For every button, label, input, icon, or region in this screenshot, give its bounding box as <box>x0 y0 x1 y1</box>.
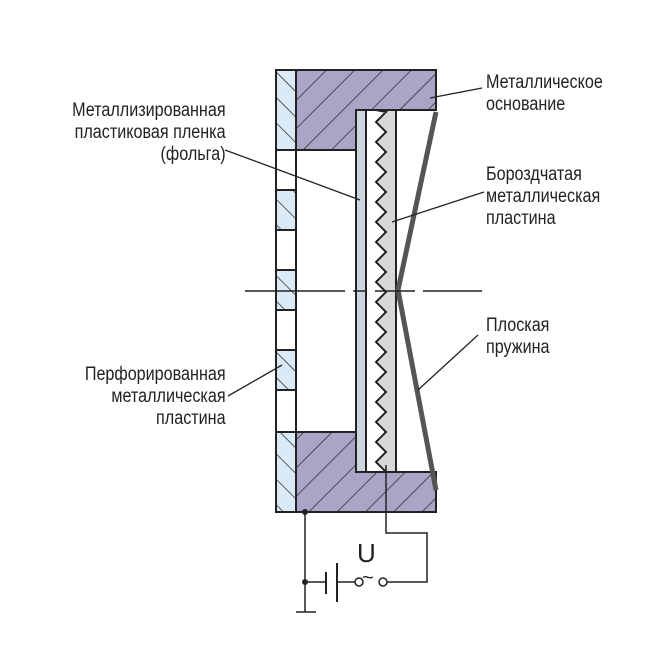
circuit <box>296 465 428 613</box>
label-grooved-plate: Бороздчатая металлическая пластина <box>486 164 601 229</box>
flat-spring <box>395 111 439 491</box>
junction-node <box>302 579 308 585</box>
junction-node <box>302 509 308 515</box>
ac-symbol: ~ <box>362 567 374 589</box>
label-metal-base: Металлическое основание <box>486 72 603 115</box>
voltage-label: U <box>357 538 376 568</box>
label-metallized-film: Металлизированная пластиковая пленка (фо… <box>72 100 226 165</box>
label-flat-spring: Плоская пружина <box>486 315 550 358</box>
leader-lines <box>224 87 485 397</box>
label-perforated-plate: Перфорированная металлическая пластина <box>85 364 226 429</box>
